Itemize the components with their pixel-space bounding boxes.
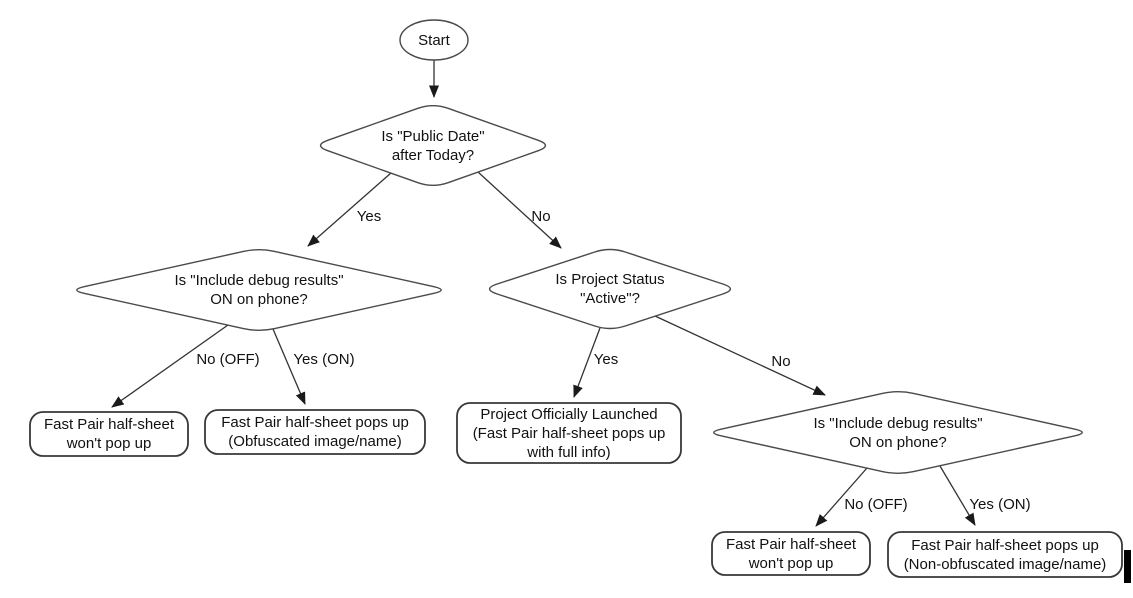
decision-project-status-shape (488, 248, 732, 330)
result-no-popup-left-label: Fast Pair half-sheet won't pop up (43, 416, 175, 452)
edge-label-debug-left-yes-on: Yes (ON) (293, 351, 355, 368)
edge-label-debug-right-yes-on: Yes (ON) (969, 496, 1031, 513)
edge-label-debug-right-no-off: No (OFF) (844, 496, 908, 513)
decision-project-status-label: Is Project Status "Active"? (555, 271, 665, 307)
edge-status-no (654, 315, 826, 396)
edge-public-date-no (477, 171, 562, 249)
decision-public-date-label: Is "Public Date" after Today? (381, 127, 485, 164)
result-non-obfuscated-label: Fast Pair half-sheet pops up (Non-obfusc… (903, 536, 1107, 573)
edge-label-status-yes: Yes (593, 351, 619, 368)
edge-status-yes (573, 327, 601, 398)
edge-public-date-yes (307, 172, 392, 247)
edge-debug-right-yes-on (939, 465, 976, 526)
text-cursor-artifact (1124, 550, 1131, 583)
decision-debug-right-shape (713, 391, 1083, 474)
decision-debug-left-label: Is "Include debug results" ON on phone? (174, 272, 344, 308)
start-node-label: Start (418, 31, 450, 49)
edge-label-debug-left-no-off: No (OFF) (196, 351, 260, 368)
edge-debug-left-no-off (111, 324, 229, 408)
edge-debug-left-yes-on (272, 328, 306, 405)
decision-debug-left-shape (76, 249, 442, 331)
result-no-popup-right-shape (711, 531, 871, 576)
result-obfuscated-shape (204, 409, 426, 455)
result-obfuscated-label: Fast Pair half-sheet pops up (Obfuscated… (221, 414, 409, 450)
result-no-popup-left-shape (29, 411, 189, 457)
result-no-popup-right-label: Fast Pair half-sheet won't pop up (725, 535, 857, 572)
result-launched-label: Project Officially Launched (Fast Pair h… (472, 405, 666, 461)
start-node-shape (399, 19, 469, 61)
edge-label-public-date-yes: Yes (356, 208, 382, 225)
edge-debug-right-no-off (815, 467, 868, 527)
edge-label-status-no: No (771, 353, 791, 370)
result-launched-shape (456, 402, 682, 464)
result-non-obfuscated-shape (887, 531, 1123, 578)
edge-label-public-date-no: No (531, 208, 551, 225)
decision-debug-right-label: Is "Include debug results" ON on phone? (813, 414, 983, 451)
decision-public-date-shape (319, 104, 547, 187)
